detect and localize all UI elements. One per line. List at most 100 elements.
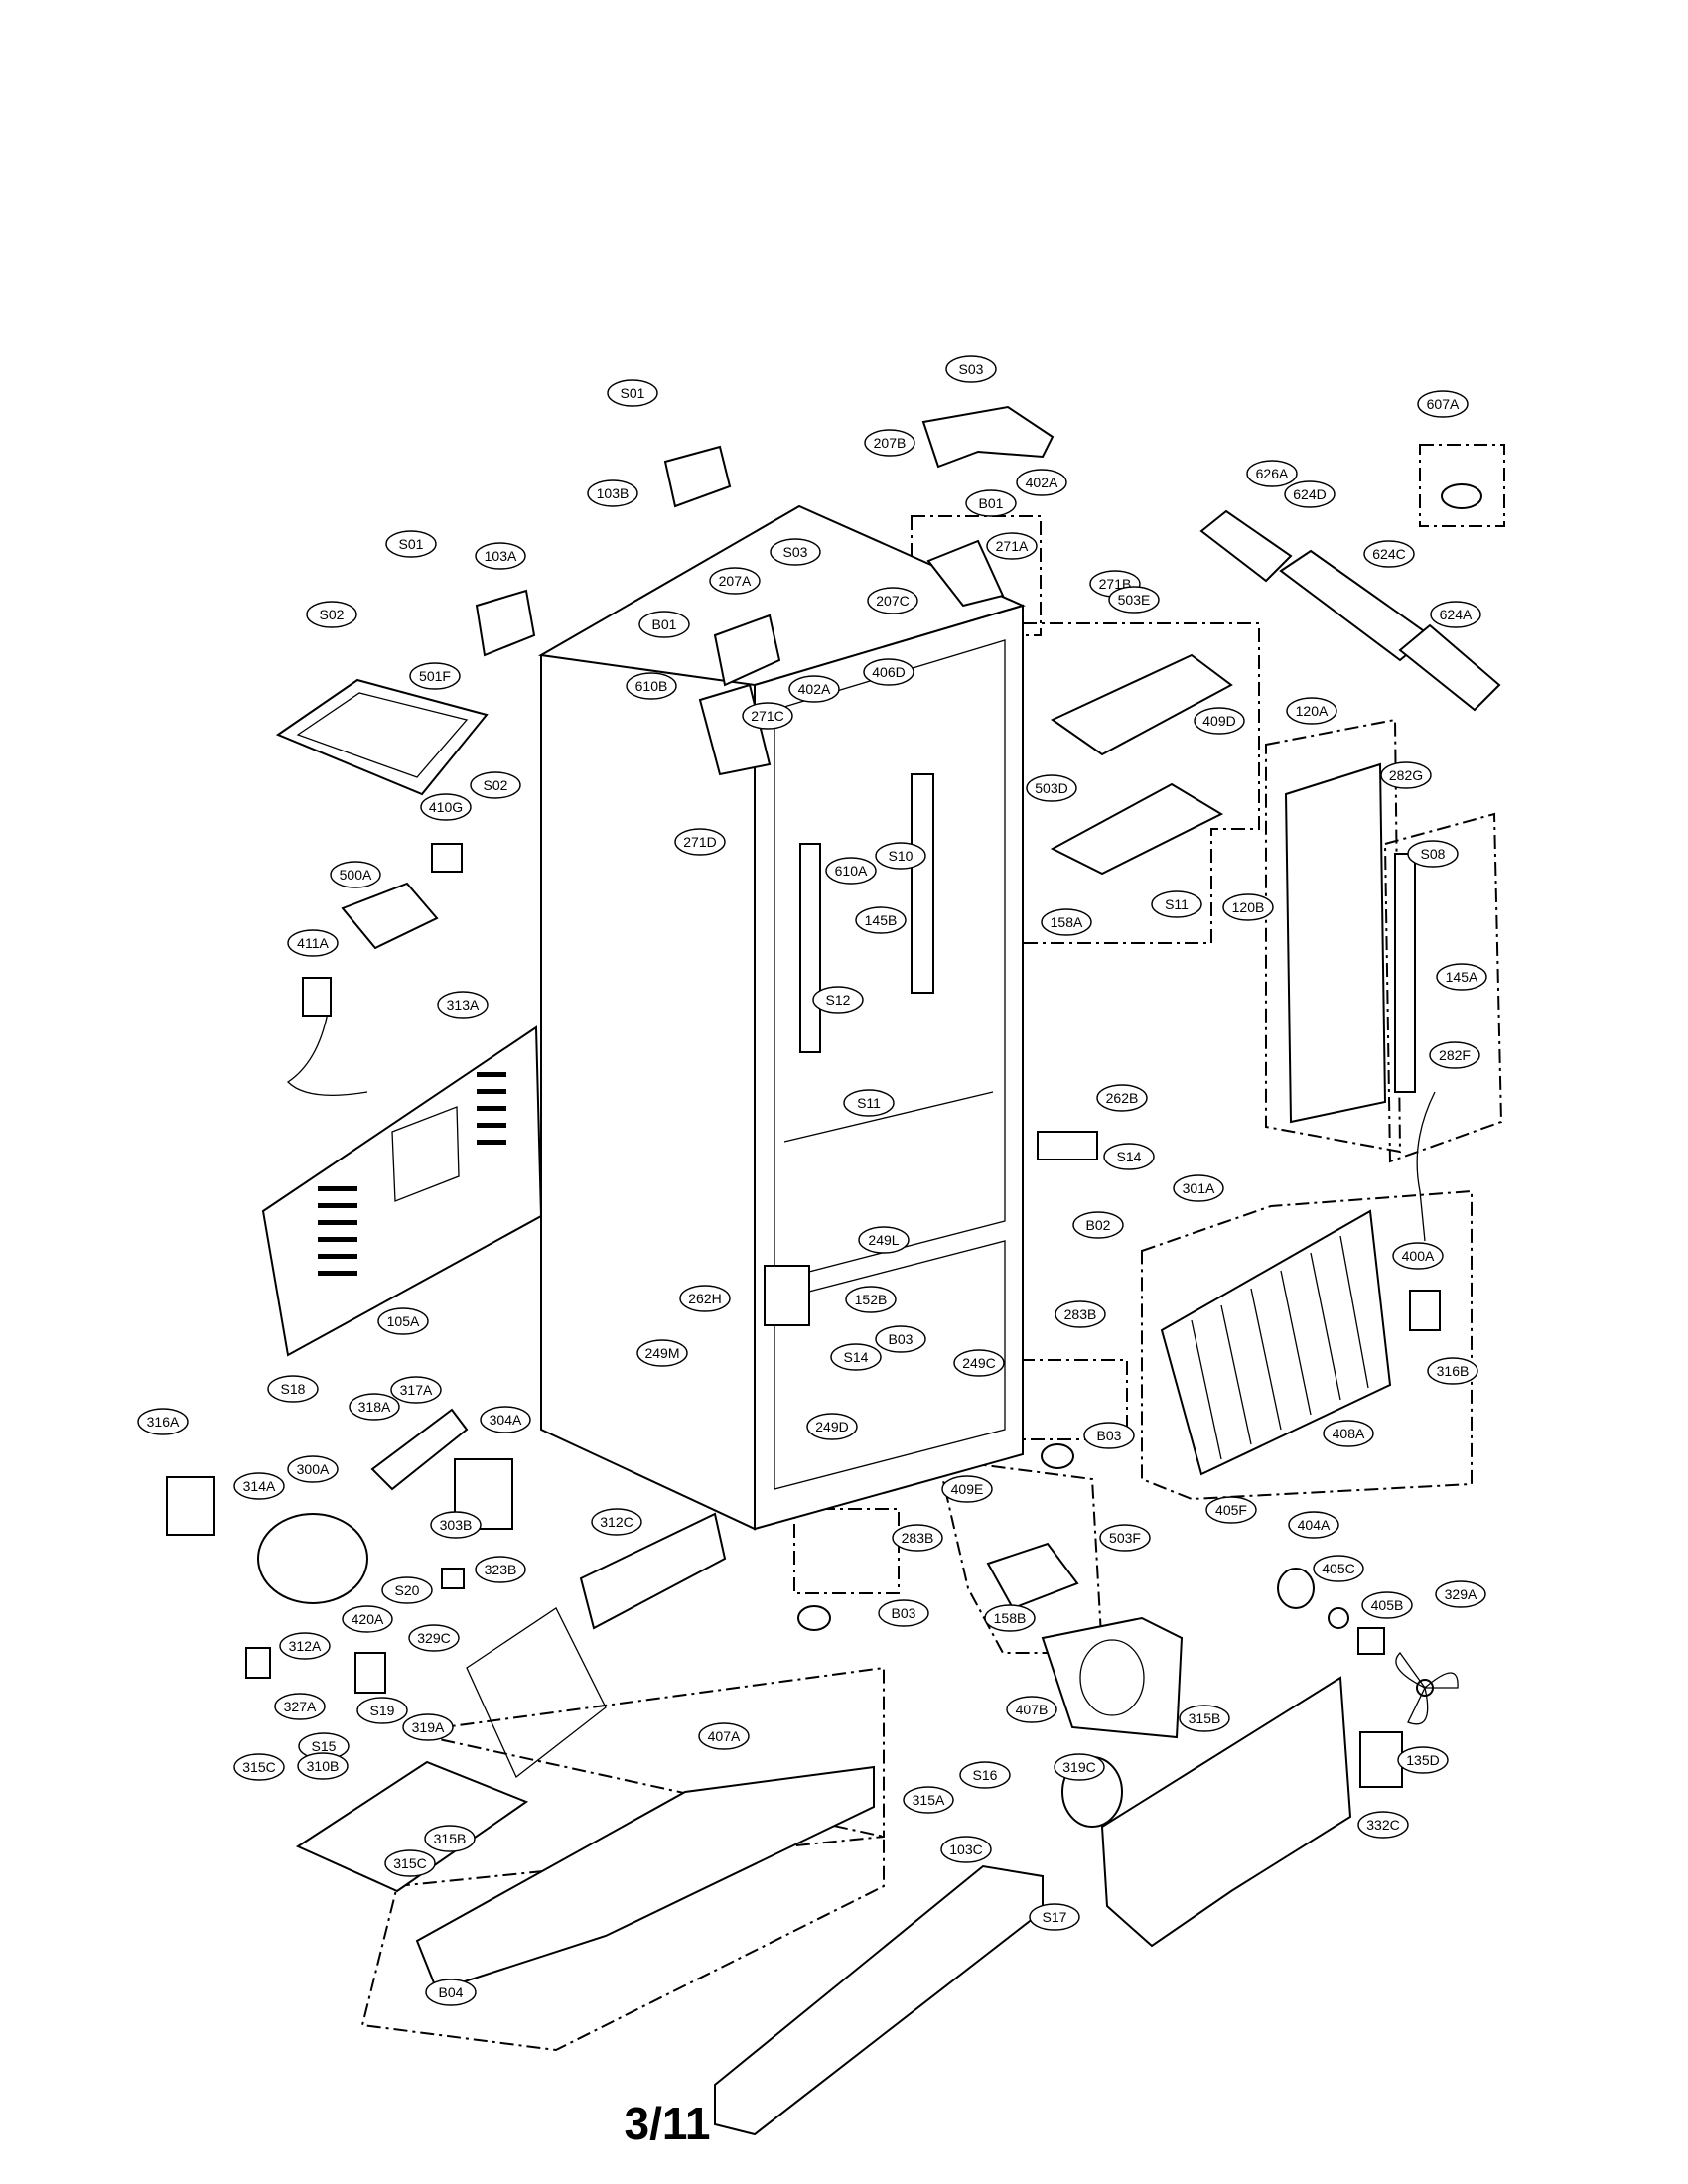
callout-405b: 405B [1361, 1591, 1413, 1619]
part-312c [579, 1512, 727, 1630]
callout-262b: 262B [1096, 1084, 1148, 1112]
callout-label: 300A [297, 1461, 330, 1477]
callout-b02: B02 [1072, 1211, 1124, 1239]
part-283b-leveler-right [1041, 1443, 1074, 1469]
callout-label: 411A [297, 935, 329, 951]
callout-label: 500A [340, 867, 372, 883]
callout-label: 271A [996, 538, 1029, 554]
callout-label: S03 [959, 361, 984, 377]
callout-624a: 624A [1430, 601, 1481, 628]
callout-316a: 316A [137, 1408, 189, 1435]
callout-409e: 409E [941, 1475, 993, 1503]
callout-406d: 406D [863, 658, 914, 686]
callout-283b: 283B [1055, 1300, 1106, 1328]
callout-503e: 503E [1108, 586, 1160, 614]
callout-207a: 207A [709, 567, 761, 595]
callout-319a: 319A [402, 1713, 454, 1741]
callout-label: 402A [798, 681, 831, 697]
part-120a-duct [1284, 762, 1387, 1124]
part-103c-grille [714, 1864, 1044, 2136]
callout-label: B01 [652, 616, 677, 632]
part-405b-bracket [1357, 1627, 1385, 1655]
cabinet-inner-liner [774, 639, 1006, 1282]
callout-label: 282F [1439, 1047, 1471, 1063]
callout-s03: S03 [770, 538, 821, 566]
callout-label: 312A [289, 1638, 322, 1654]
callout-label: S20 [395, 1582, 420, 1598]
callout-610b: 610B [626, 672, 677, 700]
callout-407a: 407A [698, 1722, 750, 1750]
callout-103b: 103B [587, 479, 638, 507]
callout-label: 318A [358, 1399, 391, 1415]
callout-label: 283B [902, 1530, 934, 1546]
part-319c-tray [295, 1760, 529, 1893]
part-158b-grille [986, 1542, 1079, 1610]
callout-s08: S08 [1407, 840, 1459, 868]
callout-label: S02 [484, 777, 508, 793]
part-501f-tray [275, 678, 489, 796]
callout-135d: 135D [1397, 1746, 1449, 1774]
part-400a-harness [1416, 1091, 1436, 1242]
callout-label: 408A [1333, 1426, 1365, 1441]
callout-158a: 158A [1041, 908, 1092, 936]
callout-label: 314A [243, 1478, 276, 1494]
part-329a-fan [1395, 1651, 1459, 1725]
callout-314a: 314A [233, 1472, 285, 1500]
callout-label: 304A [490, 1412, 522, 1428]
callout-303b: 303B [430, 1511, 482, 1539]
callout-label: 249D [815, 1419, 848, 1434]
callout-label: 315A [913, 1792, 945, 1808]
callout-label: 323B [485, 1562, 517, 1577]
callout-label: 420A [352, 1611, 384, 1627]
callout-410g: 410G [420, 793, 472, 821]
callout-408a: 408A [1323, 1420, 1374, 1447]
part-262h-bracket [764, 1265, 810, 1326]
callout-329c: 329C [408, 1624, 460, 1652]
callout-s11: S11 [1151, 890, 1202, 918]
part-301a-fins [1191, 1235, 1369, 1460]
callout-145a: 145A [1436, 963, 1487, 991]
callout-label: 409D [1202, 713, 1235, 729]
callout-label: B01 [979, 495, 1004, 511]
callout-b04: B04 [425, 1979, 477, 2006]
callout-label: 103B [597, 485, 630, 501]
group-box-301a [1141, 1189, 1473, 1501]
callout-145b: 145B [855, 906, 907, 934]
callout-label: 249M [644, 1345, 679, 1361]
callout-label: B04 [439, 1984, 464, 2000]
callout-label: 316A [147, 1414, 180, 1430]
part-262b-bracket [1037, 1131, 1098, 1160]
callout-249d: 249D [806, 1413, 858, 1440]
callout-304a: 304A [480, 1406, 531, 1433]
part-207b [921, 405, 1055, 469]
callout-label: 145A [1446, 969, 1478, 985]
callout-315c: 315C [384, 1849, 436, 1877]
callout-282f: 282F [1429, 1041, 1480, 1069]
cabinet-right-rail [911, 773, 934, 994]
page-number: 3/11 [624, 2098, 711, 2149]
callout-label: S08 [1421, 846, 1446, 862]
part-411a-plug [302, 977, 332, 1017]
callout-s18: S18 [267, 1375, 319, 1403]
callout-316b: 316B [1427, 1357, 1478, 1385]
callout-327a: 327A [274, 1693, 326, 1720]
part-407b-shroud [1041, 1616, 1184, 1739]
part-301a-evaporator [1160, 1209, 1392, 1476]
callout-624d: 624D [1284, 480, 1336, 508]
callout-label: S01 [399, 536, 424, 552]
callout-label: B03 [1097, 1428, 1122, 1443]
callout-label: 103C [949, 1842, 982, 1857]
callout-label: 624C [1372, 546, 1405, 562]
callout-label: 624A [1440, 607, 1473, 622]
callout-label: 271D [683, 834, 716, 850]
part-607a-cap [1441, 483, 1482, 509]
callout-label: S17 [1043, 1909, 1067, 1925]
callout-503d: 503D [1026, 774, 1077, 802]
callout-271d: 271D [674, 828, 726, 856]
callout-402a: 402A [788, 675, 840, 703]
callout-label: 282G [1389, 767, 1423, 783]
callout-labels: S03S01607A207B402A103BB01626A624DS01103A… [137, 355, 1487, 2006]
part-317a [370, 1408, 469, 1491]
part-316b-filter [1409, 1290, 1441, 1331]
callout-405c: 405C [1313, 1555, 1364, 1582]
